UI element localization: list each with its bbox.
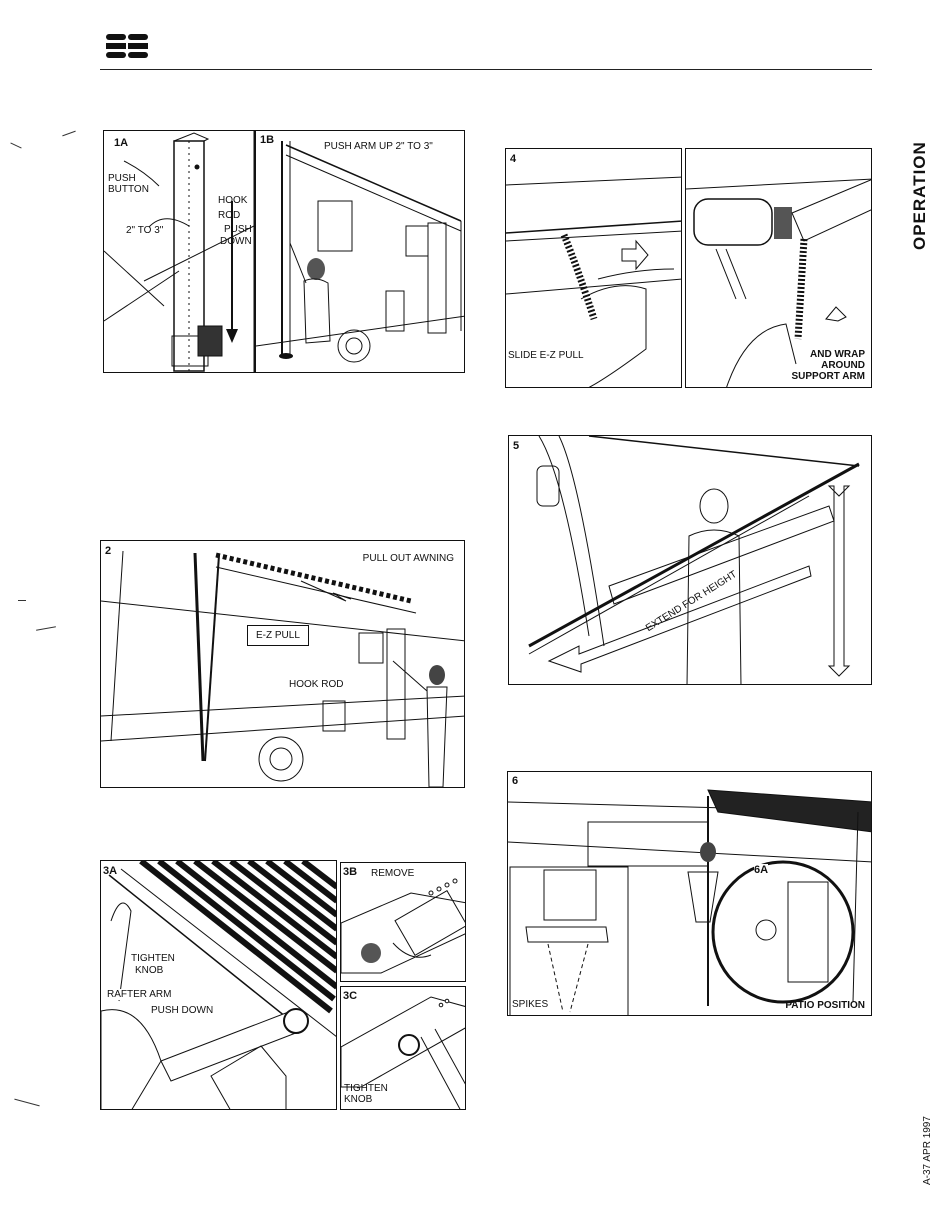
figure-1a: 1A PUSH BUTTON HOOK ROD PUSH DOWN 2" TO … bbox=[103, 130, 255, 373]
brand-logo bbox=[106, 32, 150, 65]
header-rule bbox=[100, 69, 872, 70]
figure-number: 5 bbox=[513, 440, 519, 452]
figure-3a-illustration bbox=[101, 861, 337, 1110]
figure-number: 3C bbox=[343, 990, 357, 1002]
figure-caption: PUSH ARM UP 2" TO 3" bbox=[324, 141, 433, 152]
scan-mark bbox=[18, 600, 26, 601]
tighten-knob-label-1: TIGHTEN bbox=[131, 953, 175, 964]
scan-mark bbox=[62, 131, 75, 137]
figure-3a: 3A TIGHTEN KNOB RAFTER ARM PUSH DOWN bbox=[100, 860, 337, 1110]
push-down-label: PUSH DOWN bbox=[151, 1005, 213, 1016]
figure-number: 4 bbox=[510, 153, 516, 165]
patio-position-label: PATIO POSITION bbox=[785, 1000, 865, 1011]
figure-4-left: 4 SLIDE E-Z PULL bbox=[505, 148, 682, 388]
figure-number: 1B bbox=[260, 134, 274, 146]
figure-6: 6 6A SPIKES PATIO POSITION bbox=[507, 771, 872, 1016]
hook-rod-label-2: ROD bbox=[218, 210, 240, 221]
section-title: OPERATION bbox=[910, 141, 930, 250]
tighten-knob-label-2: KNOB bbox=[135, 965, 163, 976]
document-code: A-37 APR 1997 bbox=[922, 1116, 933, 1185]
figure-2: 2 PULL OUT AWNING E-Z PULL HOOK ROD bbox=[100, 540, 465, 788]
figure-1b: 1B PUSH ARM UP 2" TO 3" bbox=[255, 130, 465, 373]
knob-label: KNOB bbox=[344, 1094, 372, 1105]
scan-mark bbox=[10, 143, 21, 149]
figure-3b-illustration bbox=[341, 863, 466, 982]
push-button-label-1: PUSH bbox=[108, 173, 136, 184]
figure-caption-slide: SLIDE E-Z PULL bbox=[508, 350, 584, 361]
figure-number: 3A bbox=[103, 865, 117, 877]
rafter-arm-label: RAFTER ARM bbox=[107, 989, 171, 1000]
hook-rod-label-1: HOOK bbox=[218, 195, 247, 206]
figure-3c: 3C TIGHTEN KNOB bbox=[340, 986, 466, 1110]
scan-mark bbox=[36, 626, 56, 630]
figure-5-illustration bbox=[509, 436, 872, 685]
hook-rod-label: HOOK ROD bbox=[289, 679, 343, 690]
tighten-label: TIGHTEN bbox=[344, 1083, 388, 1094]
figure-number: 2 bbox=[105, 545, 111, 557]
inset-number: 6A bbox=[754, 864, 768, 876]
push-down-label-2: DOWN bbox=[220, 236, 252, 247]
scan-mark bbox=[14, 1099, 39, 1107]
figure-number: 1A bbox=[114, 137, 128, 149]
figure-6-illustration bbox=[508, 772, 872, 1016]
figure-4-right: AND WRAP AROUND SUPPORT ARM bbox=[685, 148, 872, 388]
wrap-label-1: AND WRAP bbox=[810, 349, 865, 360]
wrap-label-2: AROUND bbox=[821, 360, 865, 371]
figure-caption: REMOVE bbox=[371, 868, 414, 879]
figure-1b-illustration bbox=[256, 131, 465, 373]
figure-2-illustration bbox=[101, 541, 465, 788]
figure-caption: PULL OUT AWNING bbox=[363, 553, 454, 564]
push-button-label-2: BUTTON bbox=[108, 184, 149, 195]
figure-number: 3B bbox=[343, 866, 357, 878]
figure-1a-illustration bbox=[104, 131, 255, 373]
figure-5: 5 EXTEND FOR HEIGHT bbox=[508, 435, 872, 685]
spikes-label: SPIKES bbox=[512, 999, 548, 1010]
figure-number: 6 bbox=[512, 775, 518, 787]
ez-pull-label: E-Z PULL bbox=[247, 625, 309, 646]
measure-label: 2" TO 3" bbox=[126, 225, 163, 236]
wrap-label-3: SUPPORT ARM bbox=[791, 371, 865, 382]
push-down-label-1: PUSH bbox=[224, 224, 252, 235]
figure-3b: 3B REMOVE bbox=[340, 862, 466, 982]
